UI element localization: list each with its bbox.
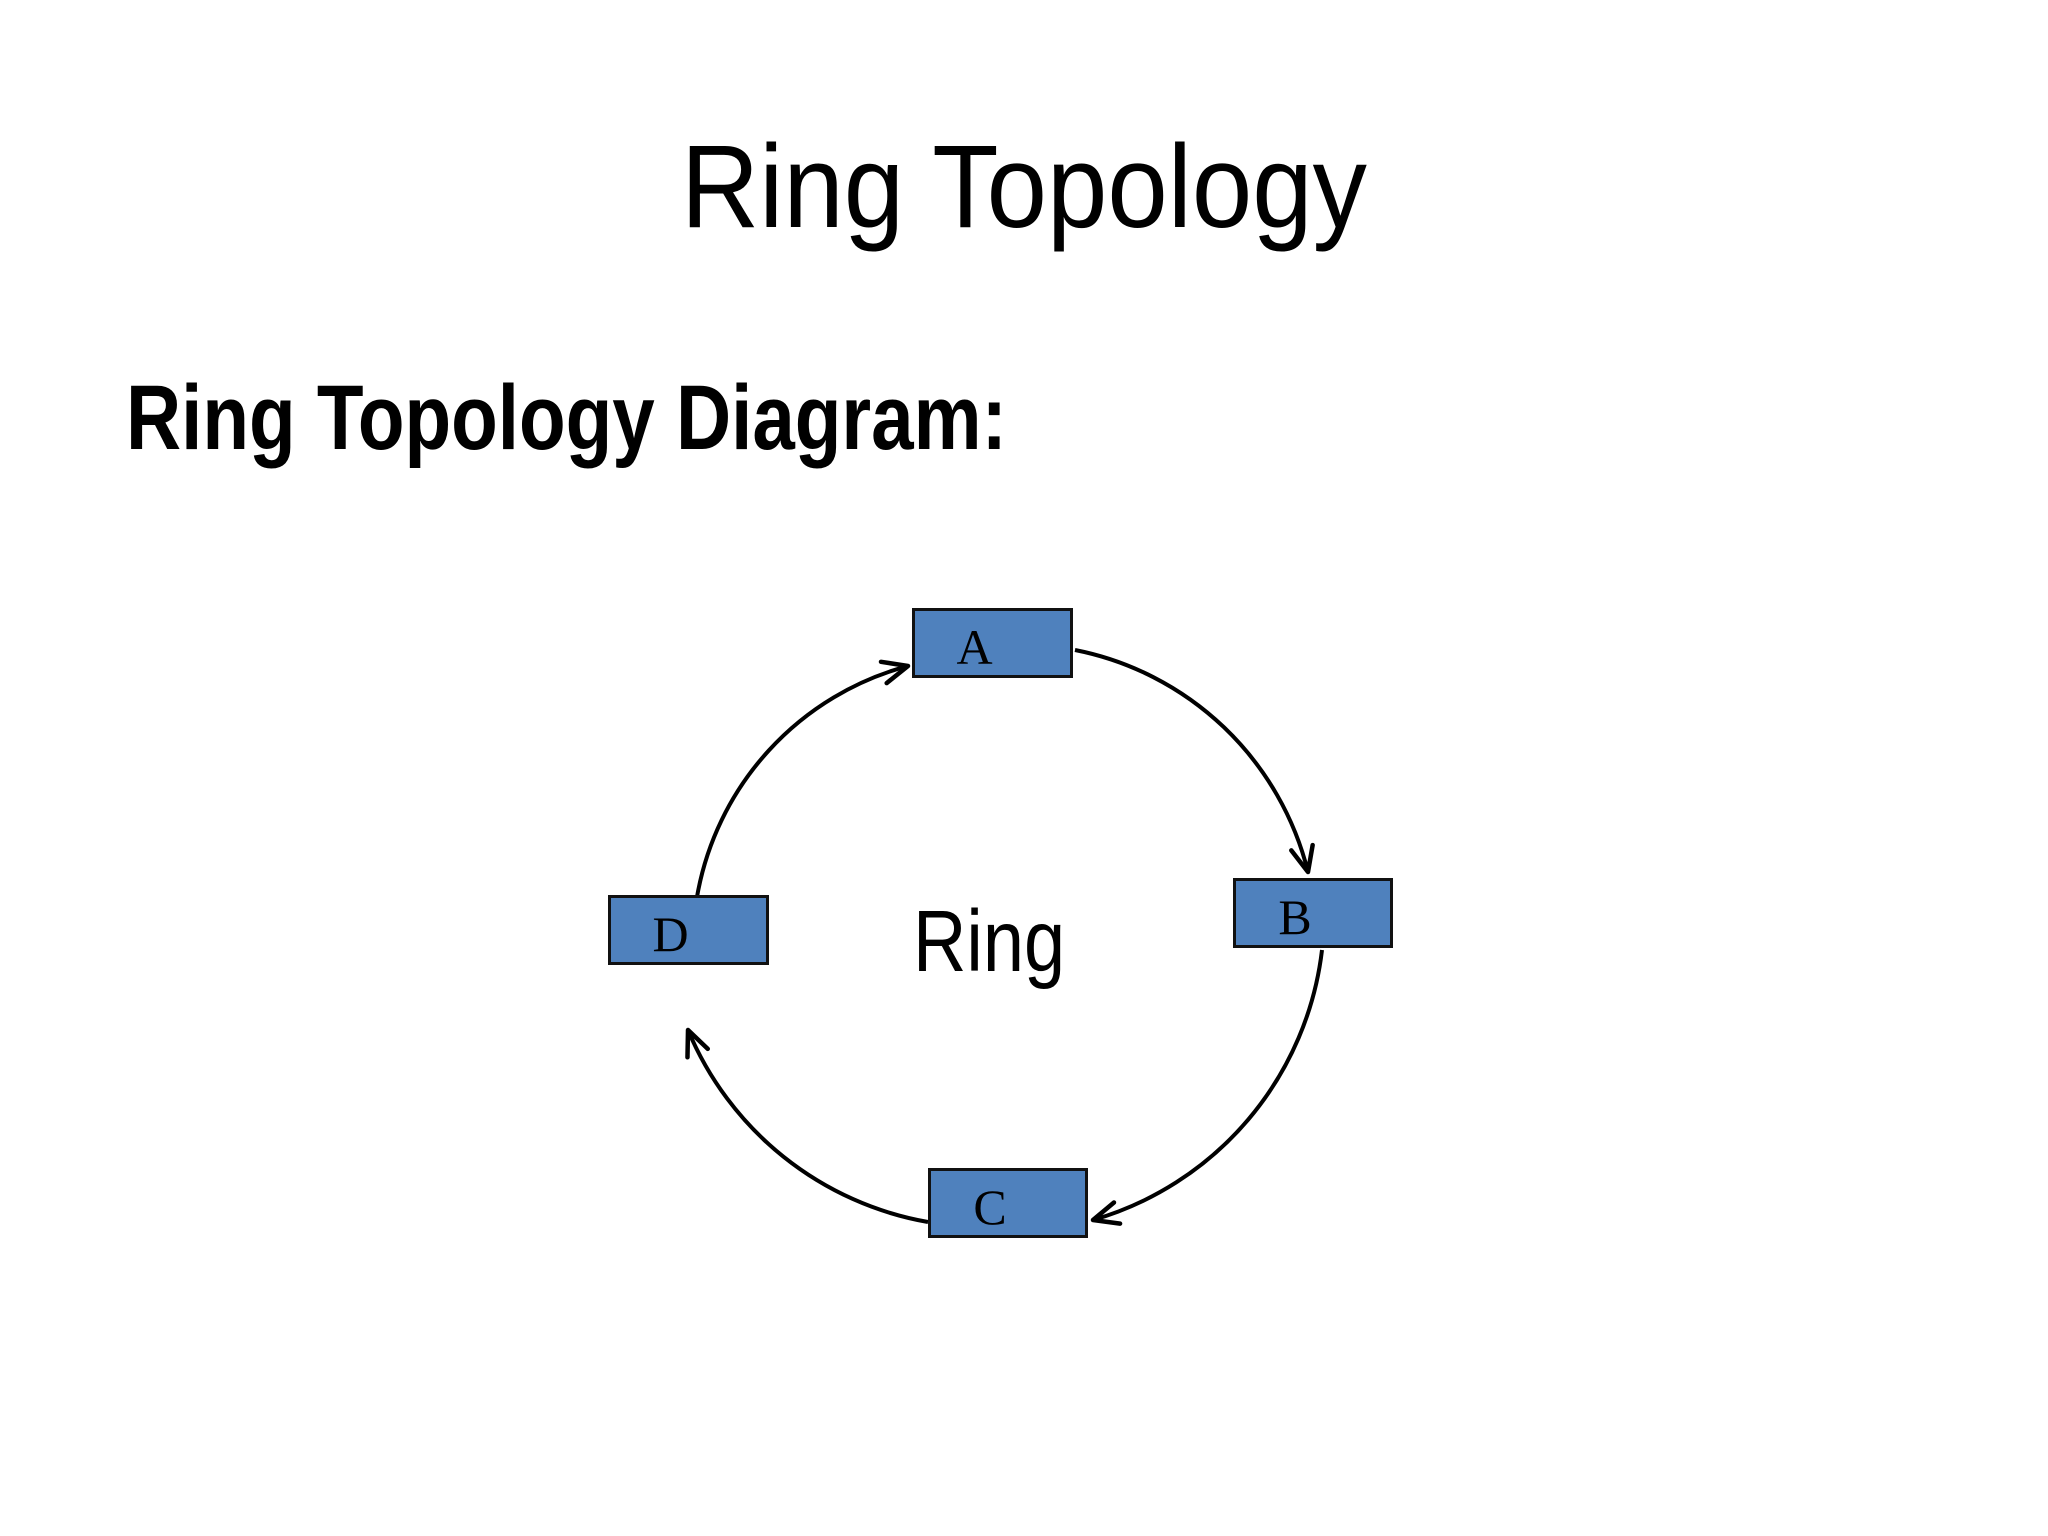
node-d: D — [608, 895, 769, 965]
connector-d-to-a — [695, 659, 911, 898]
node-d-label: D — [652, 906, 689, 962]
connector-c-to-d — [685, 1027, 929, 1224]
connector-b-to-c — [1090, 949, 1324, 1226]
node-c-label: C — [973, 1179, 1007, 1235]
node-a-label: A — [956, 619, 993, 675]
node-b-label: B — [1278, 889, 1312, 945]
ring-center-label: Ring — [913, 893, 1066, 990]
node-b: B — [1233, 878, 1393, 948]
connector-a-to-b — [1074, 648, 1315, 875]
section-heading: Ring Topology Diagram: — [126, 367, 1007, 469]
node-a: A — [912, 608, 1073, 678]
node-c: C — [928, 1168, 1088, 1238]
slide-title: Ring Topology — [680, 121, 1368, 253]
title-wrap: Ring Topology — [0, 128, 2048, 246]
